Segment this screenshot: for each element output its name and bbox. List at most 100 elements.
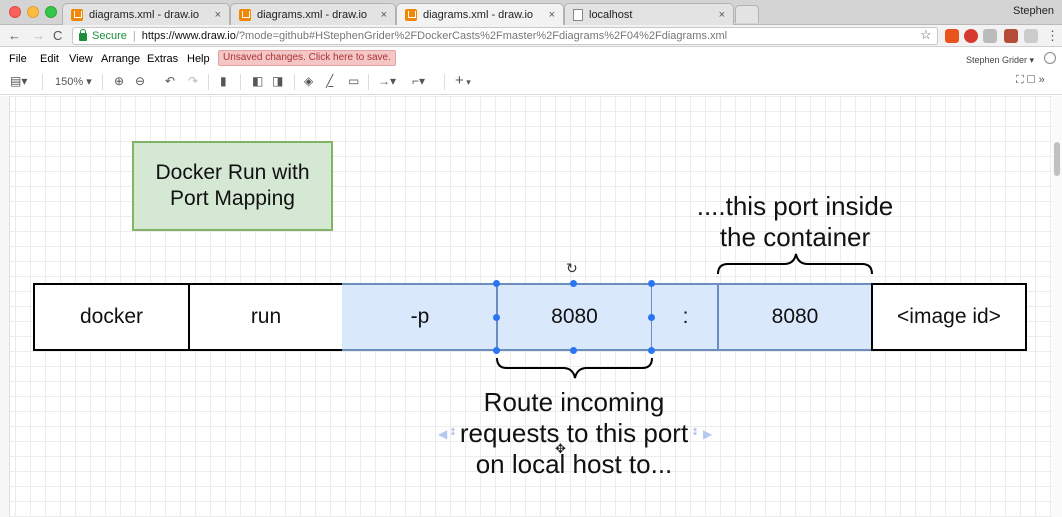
browser-tab-4[interactable]: localhost × [564, 3, 734, 25]
tab-title: diagrams.xml - draw.io [257, 8, 368, 21]
resize-handle[interactable] [648, 280, 655, 287]
browser-tab-1[interactable]: diagrams.xml - draw.io × [62, 3, 230, 25]
line-color-icon[interactable]: ╱ [326, 74, 334, 88]
toolbar-divider [444, 74, 445, 90]
puzzle-extension-icon[interactable] [1024, 29, 1038, 43]
cell-p-flag[interactable]: -p [342, 283, 498, 351]
shield-extension-icon[interactable] [1004, 29, 1018, 43]
new-tab-button[interactable] [735, 5, 759, 23]
text-resize-right-icon[interactable]: ▶ [703, 427, 713, 441]
undo-icon[interactable]: ↶ [165, 74, 176, 88]
top-brace [717, 253, 873, 275]
toolbar-divider [368, 74, 369, 90]
tab-close-icon[interactable]: × [718, 8, 725, 21]
opera-extension-icon[interactable] [964, 29, 978, 43]
forward-button[interactable]: → [32, 28, 45, 43]
connection-icon[interactable]: →▾ [378, 74, 397, 88]
annot-bottom-line-1: Route incoming [483, 387, 665, 417]
to-front-icon[interactable]: ◧ [252, 74, 264, 88]
tab-close-icon[interactable]: × [214, 8, 221, 21]
annot-top-line-1: ....this port inside [696, 191, 894, 221]
drawio-favicon-icon [71, 8, 83, 21]
extension-icon[interactable] [945, 29, 959, 43]
zoom-out-icon[interactable]: ⊖ [135, 74, 146, 88]
tab-title: localhost [589, 8, 633, 21]
text-resize-left-icon[interactable]: ◀ [438, 427, 448, 441]
toolbar-divider [102, 74, 103, 90]
resize-handle[interactable] [570, 347, 577, 354]
browser-tab-2[interactable]: diagrams.xml - draw.io × [230, 3, 396, 25]
maximize-window-button[interactable] [45, 6, 57, 18]
toolbar-divider [208, 74, 209, 90]
vertical-scrollbar[interactable] [1052, 96, 1062, 517]
resize-handle[interactable] [570, 280, 577, 287]
redo-icon[interactable]: ↷ [188, 74, 199, 88]
annot-top-line-2: the container [719, 222, 871, 252]
fullscreen-icon[interactable]: ⛶ ▢ » [1016, 74, 1045, 86]
menu-arrange[interactable]: Arrange [101, 53, 141, 65]
scrollbar-thumb[interactable] [1054, 142, 1060, 176]
cell-colon[interactable]: : [652, 283, 719, 351]
close-window-button[interactable] [9, 6, 21, 18]
zoom-in-icon[interactable]: ⊕ [114, 74, 125, 88]
toolbar-divider [294, 74, 295, 90]
tab-title: diagrams.xml - draw.io [89, 8, 200, 21]
delete-icon[interactable]: ▮ [220, 74, 227, 88]
waypoints-icon[interactable]: ⌐▾ [412, 74, 426, 88]
browser-tab-strip: diagrams.xml - draw.io × diagrams.xml - … [0, 0, 1062, 25]
globe-icon[interactable] [1044, 52, 1056, 64]
insert-plus: + [455, 72, 464, 89]
minimize-window-button[interactable] [27, 6, 39, 18]
unsaved-changes-button[interactable]: Unsaved changes. Click here to save. [218, 50, 396, 66]
text-handle-icon[interactable]: ⁑ [451, 428, 455, 437]
resize-handle[interactable] [648, 314, 655, 321]
move-cursor-icon: ✥ [555, 441, 566, 456]
diagram-title-box[interactable]: Docker Run with Port Mapping [132, 141, 333, 231]
resize-handle[interactable] [648, 347, 655, 354]
reload-button[interactable]: C [53, 28, 63, 43]
cell-image-id[interactable]: <image id> [871, 283, 1027, 351]
tab-close-icon[interactable]: × [548, 8, 555, 21]
insert-icon[interactable]: + ▾ [455, 72, 471, 89]
browser-tab-3-active[interactable]: diagrams.xml - draw.io × [396, 3, 564, 25]
format-panel-icon[interactable]: ▤▾ [10, 74, 28, 88]
annotation-host-port[interactable]: Route incoming requests to this port on … [444, 387, 704, 480]
menu-help[interactable]: Help [187, 53, 210, 65]
tab-close-icon[interactable]: × [380, 8, 387, 21]
menu-file[interactable]: File [9, 53, 27, 65]
fill-color-icon[interactable]: ◈ [304, 74, 314, 88]
browser-menu-icon[interactable]: ⋮ [1046, 28, 1059, 43]
menu-edit[interactable]: Edit [40, 53, 59, 65]
zoom-select[interactable]: 150% ▾ [55, 76, 92, 88]
cell-run[interactable]: run [188, 283, 344, 351]
annot-bottom-line-2: requests to this port [459, 418, 689, 448]
title-line-1: Docker Run with [155, 161, 310, 184]
annot-bottom-line-3: on local host to... [475, 449, 673, 479]
app-menu-bar: File Edit View Arrange Extras Help Unsav… [0, 47, 1062, 69]
css-extension-icon[interactable] [983, 29, 997, 43]
zoom-value: 150% [55, 76, 84, 88]
menu-extras[interactable]: Extras [147, 53, 179, 65]
text-handle-icon[interactable]: ⁑ [693, 428, 697, 437]
rotate-handle-icon[interactable]: ↻ [566, 260, 578, 276]
resize-handle[interactable] [493, 347, 500, 354]
resize-handle[interactable] [493, 314, 500, 321]
secure-label: Secure [92, 30, 127, 42]
browser-profile-name[interactable]: Stephen [1013, 5, 1054, 17]
cell-container-port[interactable]: 8080 [717, 283, 873, 351]
cell-docker[interactable]: docker [33, 283, 190, 351]
bookmark-star-icon[interactable]: ☆ [920, 27, 932, 42]
user-account-menu[interactable]: Stephen Grider ▾ [965, 55, 1034, 65]
shadow-icon[interactable]: ▭ [348, 74, 360, 88]
back-button[interactable]: ← [8, 28, 21, 43]
resize-handle[interactable] [493, 280, 500, 287]
to-back-icon[interactable]: ◨ [272, 74, 284, 88]
tab-title: diagrams.xml - draw.io [423, 8, 534, 21]
menu-view[interactable]: View [69, 53, 93, 65]
diagram-toolbar: ▤▾ 150% ▾ ⊕ ⊖ ↶ ↷ ▮ ◧ ◨ ◈ ╱ ▭ →▾ ⌐▾ + ▾ … [0, 69, 1062, 95]
url-input[interactable]: Secure | https://www.draw.io /?mode=gith… [72, 27, 938, 45]
toolbar-divider [240, 74, 241, 90]
annotation-container-port[interactable]: ....this port inside the container [670, 191, 920, 253]
